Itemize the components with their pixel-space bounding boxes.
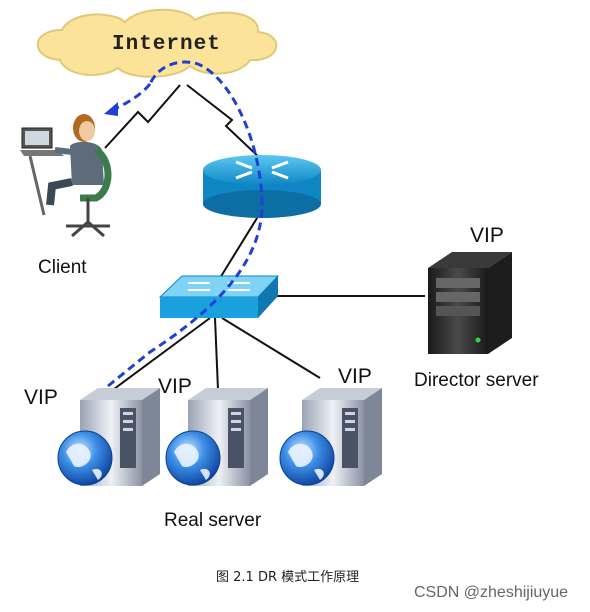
switch-rs2-link: [214, 317, 219, 391]
real-server-3-icon: [302, 388, 382, 486]
switch-icon: [158, 275, 280, 318]
real-server-2-vip-label: VIP: [158, 375, 192, 398]
request-flow-path: [107, 60, 264, 388]
globe-icon: [279, 430, 335, 486]
director-vip-label: VIP: [470, 224, 504, 247]
figure-caption: 图 2.1 DR 模式工作原理: [216, 570, 360, 585]
real-server-label: Real server: [164, 510, 262, 531]
watermark: CSDN @zheshijiuyue: [414, 584, 569, 601]
switch-rs3-link: [221, 317, 321, 379]
real-server-3-vip-label: VIP: [338, 365, 372, 388]
client-label: Client: [38, 257, 87, 278]
router-switch-link: [219, 209, 263, 279]
flow-arrowhead: [104, 102, 118, 116]
director-server-icon: [428, 252, 512, 354]
network-links: [104, 84, 425, 393]
globe-icon: [165, 430, 221, 486]
internet-label: Internet: [112, 33, 221, 56]
packet-flow: [104, 60, 264, 388]
wan-link-client: [104, 84, 181, 149]
globe-icon: [57, 430, 113, 486]
internet-cloud-icon: [36, 8, 278, 78]
wan-link-router: [186, 84, 263, 161]
real-server-1-vip-label: VIP: [24, 386, 58, 409]
switch-rs1-link: [109, 317, 211, 393]
client-person-icon: [20, 114, 112, 238]
director-server-label: Director server: [414, 370, 539, 391]
